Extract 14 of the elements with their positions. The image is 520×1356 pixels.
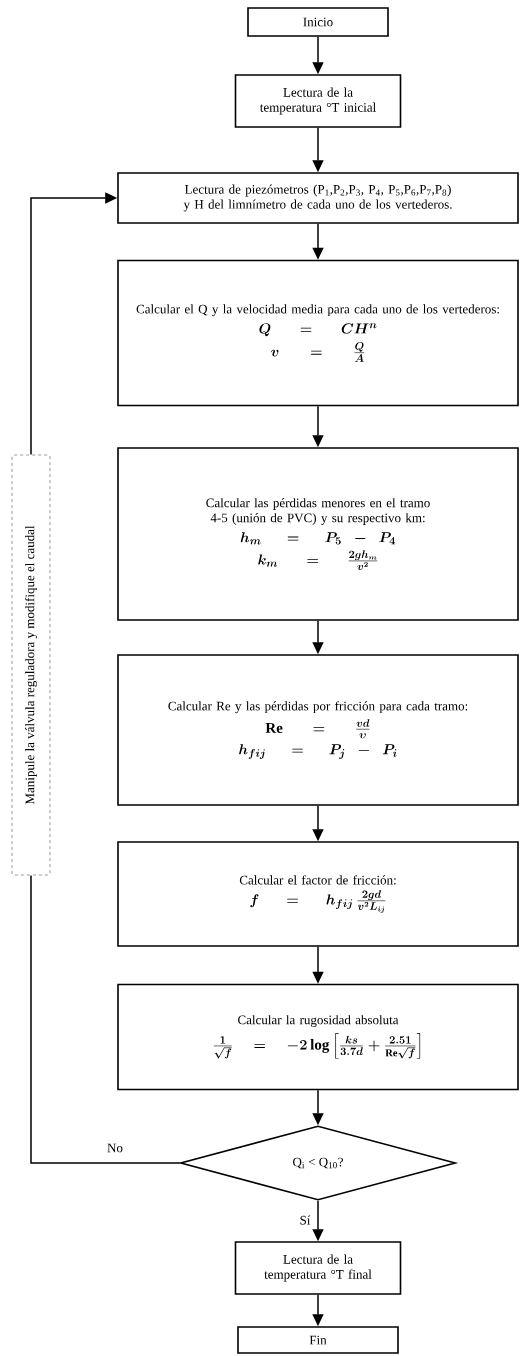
process-box: Lectura de la temperatura °T inicial	[234, 74, 402, 128]
end-box: Fin	[237, 1326, 399, 1354]
process-box: Calcular las pérdidas menores en el tramo 4-5 (unión de PVC) y su respectivo km: $h_{m} = P_{5} - P_{4}$ $k_{m} = \frac{2gh_{m}}{v^{2}}$	[117, 447, 519, 621]
process-box: Calcular el factor de fricción: $f = h_{fij}\,\frac{2gd}{v^{2}L_{ij}}$	[117, 841, 519, 947]
connector-line	[30, 874, 181, 1164]
action-box: Manipule la válvula reguladora y modifique el caudal	[11, 454, 51, 876]
edge-label: No	[106, 1142, 124, 1154]
edge-label: Sí	[298, 1214, 312, 1226]
process-box: Lectura de la temperatura °T final	[234, 1241, 402, 1295]
process-box: Calcular el Q y la velocidad media para cada uno de los vertederos: $Q = CH^{n}$ $v = \frac{Q}{A}$	[117, 259, 519, 407]
start-box: Inicio	[247, 7, 389, 37]
process-box: Lectura de piezómetros (P$_{1}$,P$_{2}$,P$_{3}$, P$_{4}$, P$_{5}$,P$_{6}$,P$_{7}$,P$_{8}$) y H del limnímetro de cada uno de los vertederos.	[117, 172, 519, 224]
process-box: Calcular la rugosidad absoluta $\frac{1}{\sqrt{f}} = -2\log\left[\frac{ks}{3.7d} + \frac{2.51}{\mathrm{Re}\sqrt{f}}\right]$	[117, 983, 519, 1091]
process-box: Calcular Re y las pérdidas por fricción para cada tramo: $\mathrm{Re} = \frac{vd}{\upsilon}$ $h_{fij} = P_{j} - P_{i}$	[117, 654, 519, 806]
